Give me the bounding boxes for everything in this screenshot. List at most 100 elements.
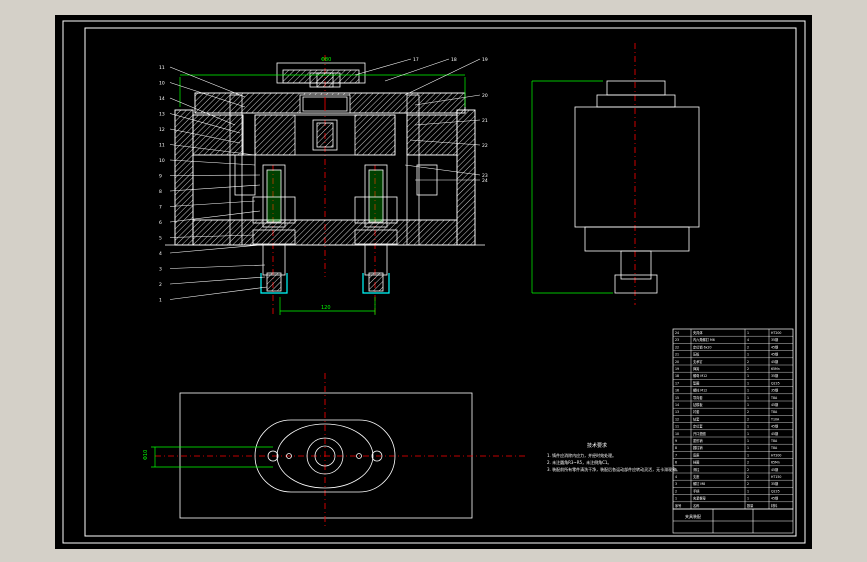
bom-cell: 导向套 [693, 395, 703, 400]
bom-cell: 14 [675, 403, 679, 407]
leader-line [169, 174, 261, 176]
bom-cell: 2 [747, 345, 749, 349]
bom-cell: 13 [675, 410, 679, 414]
bom-cell: 1 [747, 381, 749, 385]
bom-cell: 支承钉 [693, 359, 703, 364]
bom-cell: 名称 [693, 503, 700, 508]
bom-cell: 10 [675, 432, 679, 436]
dim-bottom-label: 120 [321, 305, 331, 311]
bom-cell: 螺母 M12 [693, 373, 707, 378]
bom-cell: 16 [675, 389, 679, 393]
bom-cell: 4 [747, 338, 749, 342]
leader-label: 9 [159, 174, 162, 180]
bom-cell: 滑柱 [693, 467, 700, 472]
bom-cell: 1 [747, 374, 749, 378]
bom-cell: HT200 [771, 453, 781, 457]
leader-label: 8 [159, 189, 162, 195]
bom-cell: 1 [747, 353, 749, 357]
leader-line [404, 58, 481, 96]
leader-line [169, 200, 256, 207]
leader-label: 21 [482, 118, 488, 124]
leader-label: 2 [159, 282, 162, 288]
tech-req-title: 技术要求 [587, 442, 607, 449]
bom-cell: 钻模板 [693, 402, 703, 407]
bom-cell: 21 [675, 353, 679, 357]
leader-label: 24 [482, 178, 488, 184]
leader-label: 22 [482, 143, 488, 149]
bom-cell: 垫圈 [693, 380, 699, 385]
leader-label: 10 [159, 158, 165, 164]
bom-cell: T8A [770, 439, 778, 443]
bom-cell: 钻套 [693, 416, 700, 421]
bom-cell: 支座 [693, 474, 700, 479]
bom-cell: 1 [747, 432, 749, 436]
bom-cell: 弹簧 [693, 366, 700, 371]
bom-cell: 定位销 6x20 [693, 344, 712, 349]
bom-row: 序号名称数量材料 [675, 503, 778, 508]
bom-cell: 1 [747, 497, 749, 501]
leader-line [169, 128, 241, 144]
bom-cell: 1 [747, 489, 749, 493]
bom-cell: 1 [747, 331, 749, 335]
plan-view-dims [151, 446, 273, 468]
leader-label: 3 [159, 267, 162, 273]
leader-label: 7 [159, 205, 162, 211]
leader-line [169, 276, 266, 285]
leader-label: 5 [159, 236, 162, 242]
bom-cell: 1 [747, 446, 749, 450]
bom-cell: 1 [747, 439, 749, 443]
bom-cell: 圆柱销 [693, 445, 703, 450]
bom-cell: 手柄 [693, 488, 700, 493]
bom-cell: 1 [675, 497, 677, 501]
tech-req-line-3: 3. 装配前所有零件清洗干净，装配后各运动部件应转动灵活，无卡滞现象。 [547, 466, 680, 472]
bom-cell: 45钢 [771, 424, 778, 429]
leader-label: 13 [159, 112, 165, 118]
bom-cell: 7 [675, 453, 677, 457]
bom-cell: T8A [770, 410, 778, 414]
bom-cell: T8A [770, 446, 778, 450]
bom-cell: 1 [747, 425, 749, 429]
bom-cell: Q235 [771, 489, 780, 493]
bom-cell: 35钢 [771, 388, 778, 393]
bom-cell: 23 [675, 338, 679, 342]
leader-line [169, 144, 256, 156]
leader-label: 11 [159, 143, 165, 149]
bom-cell: 45钢 [771, 344, 778, 349]
leader-line [404, 164, 481, 176]
bom-cell: 2 [747, 468, 749, 472]
bom-cell: 夹紧螺母 [693, 496, 706, 501]
side-view [574, 43, 700, 305]
inner-frame [84, 27, 797, 537]
bom-cell: 1 [747, 403, 749, 407]
bom-cell: 1 [747, 453, 749, 457]
leader-line [169, 286, 268, 300]
tech-req-line-2: 2. 未注圆角R3~R5，未注倒角C1。 [547, 459, 611, 465]
bom-cell: 17 [675, 381, 679, 385]
bom-cell: 45钢 [771, 496, 778, 501]
bom-cell: 夹具体 [693, 330, 703, 335]
leader-line [169, 113, 241, 134]
leader-line [169, 184, 261, 192]
plan-view [155, 373, 525, 527]
side-view-dims [531, 80, 613, 294]
bom-cell: HT200 [771, 331, 781, 335]
bom-cell: T8A [770, 396, 778, 400]
